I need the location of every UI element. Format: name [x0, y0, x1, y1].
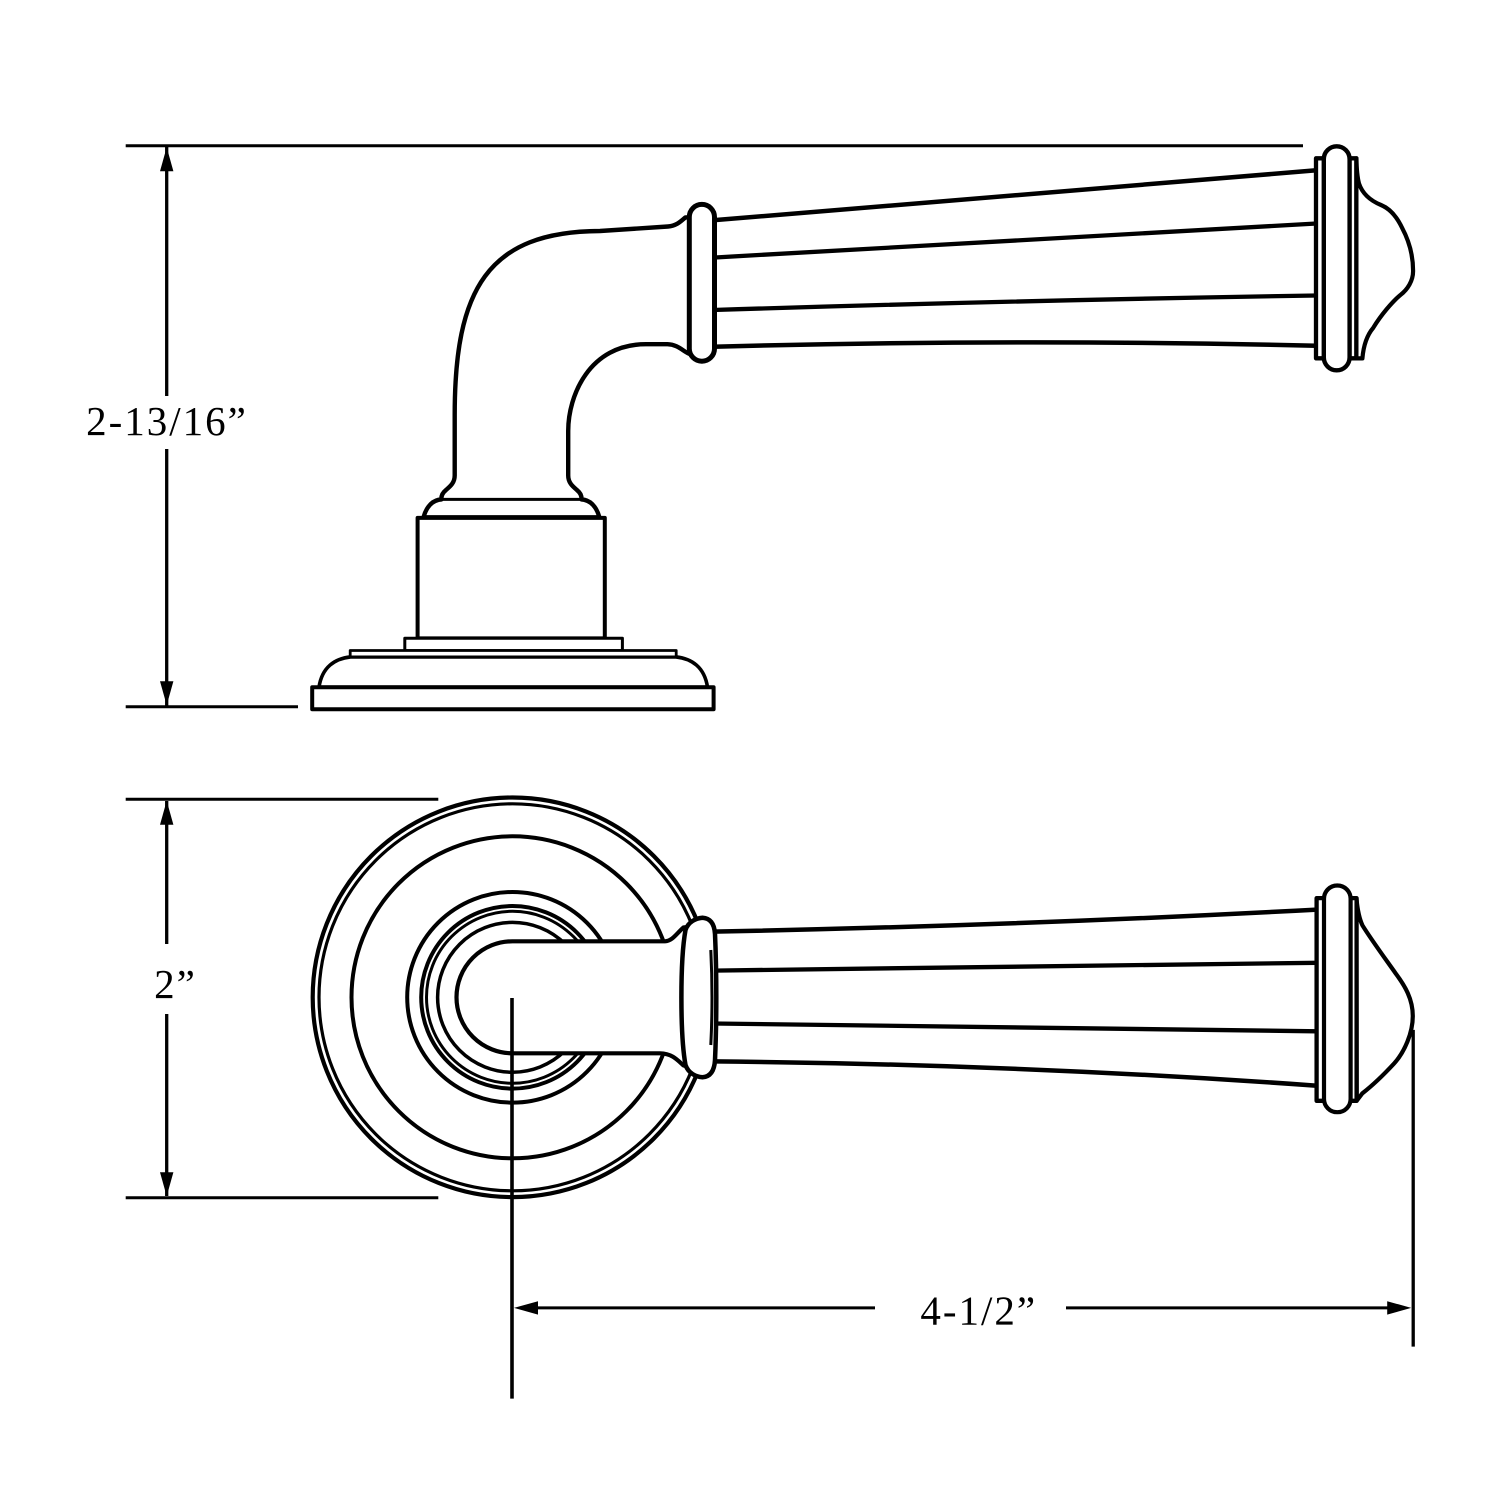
svg-text:4-1/2”: 4-1/2”	[920, 1288, 1037, 1334]
svg-text:2-13/16”: 2-13/16”	[86, 398, 248, 444]
svg-text:2”: 2”	[154, 961, 197, 1007]
